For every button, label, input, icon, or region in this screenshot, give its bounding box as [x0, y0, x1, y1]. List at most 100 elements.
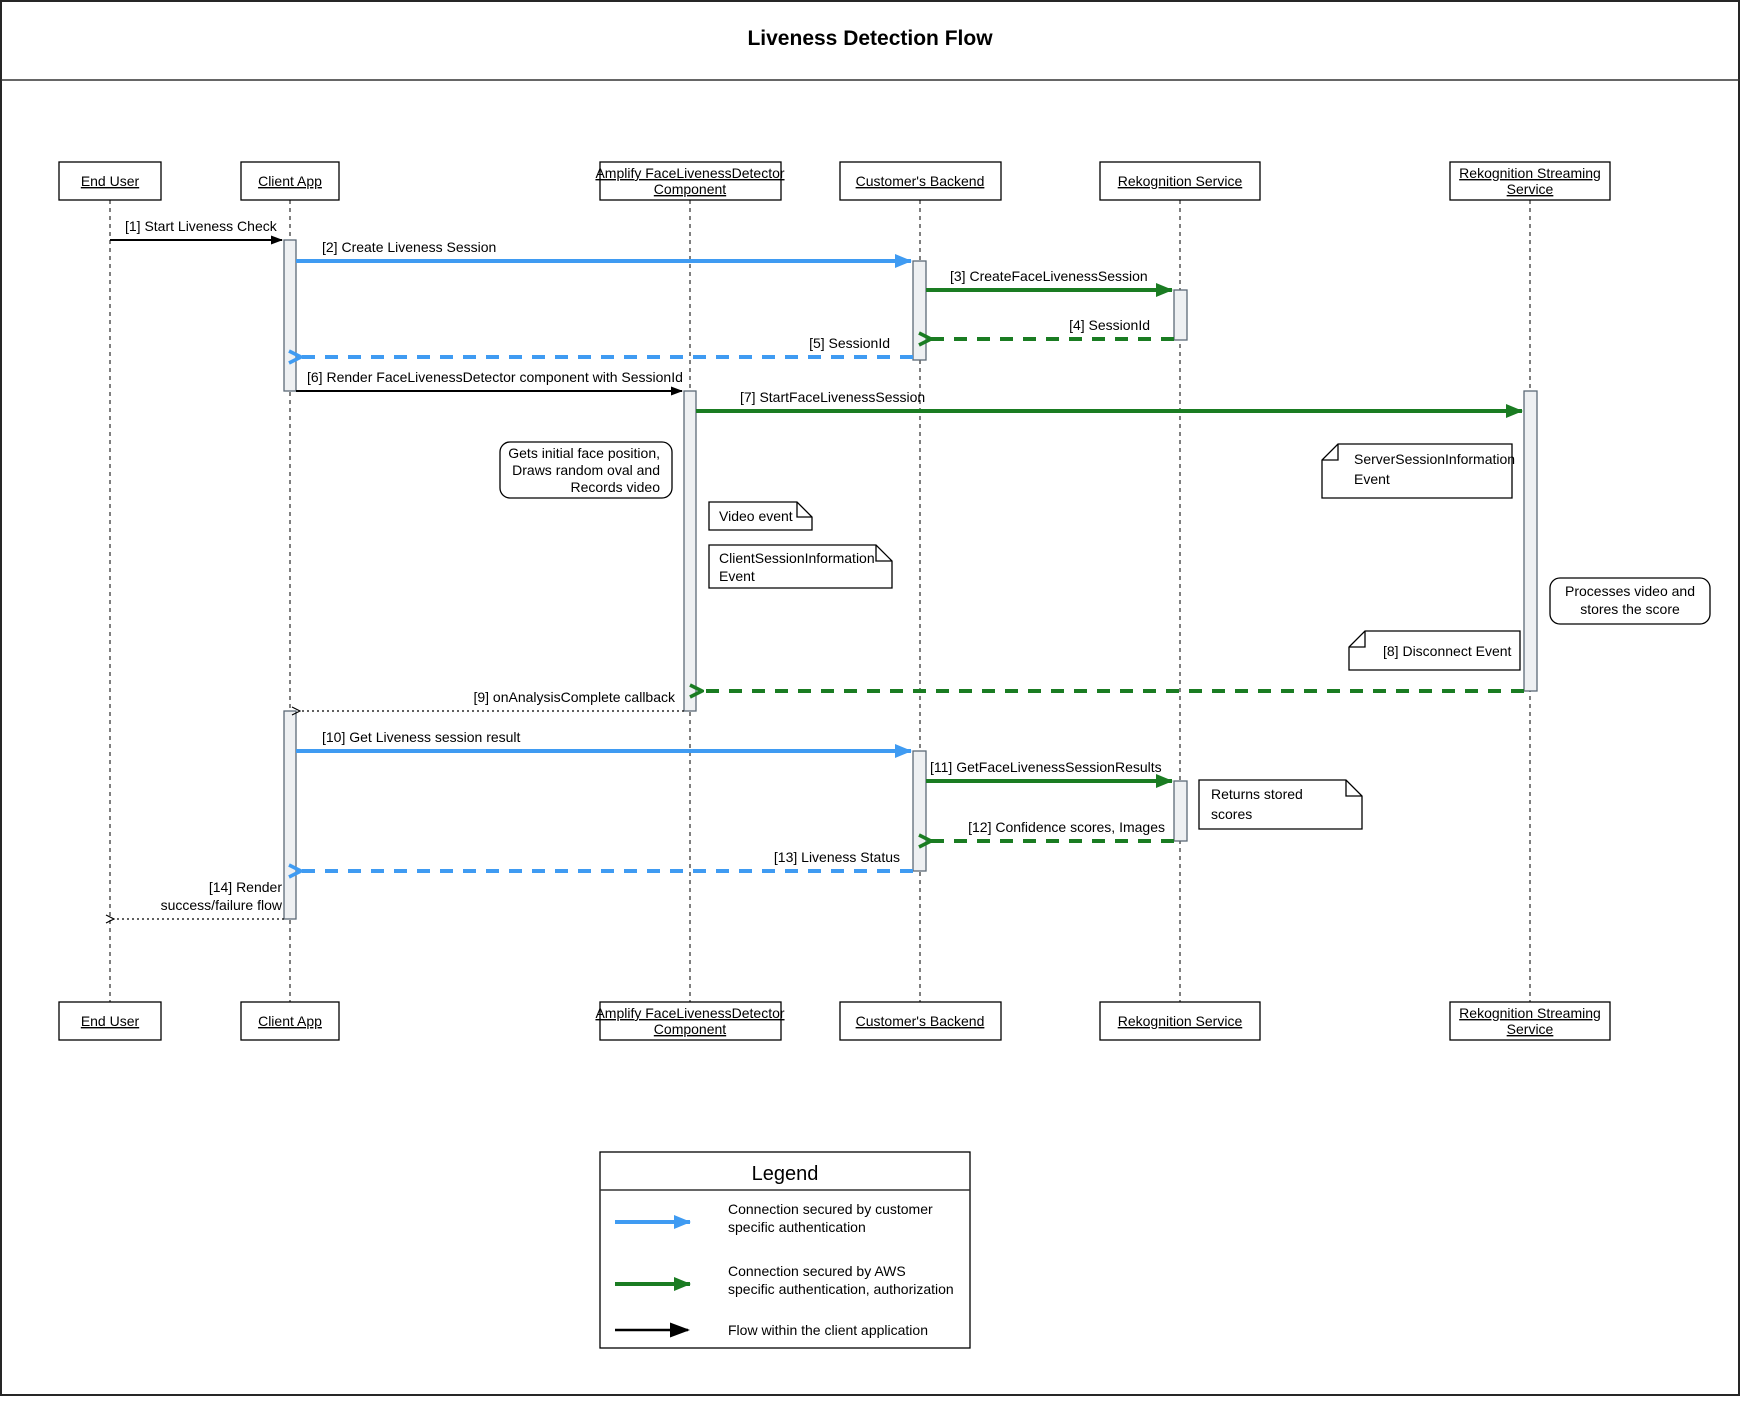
legend-item-text: specific authentication — [728, 1219, 866, 1235]
legend-item-green: Connection secured by AWS specific authe… — [615, 1263, 954, 1297]
actor-label: Component — [654, 1021, 726, 1037]
message-14: [14] Render success/failure flow — [113, 879, 284, 919]
note-fold-corner — [875, 545, 892, 562]
message-3: [3] CreateFaceLivenessSession — [926, 268, 1173, 297]
message-4-label: [4] SessionId — [1069, 317, 1150, 333]
actor-box — [58, 1001, 162, 1041]
note-client-session-information: ClientSessionInformation Event — [708, 544, 893, 589]
note-text: Records video — [571, 479, 661, 495]
notes: Gets initial face position, Draws random… — [499, 441, 1711, 830]
activation-client-app-1 — [283, 239, 297, 392]
note-rounded-box — [1549, 577, 1711, 625]
actor-box — [839, 1001, 1002, 1041]
note-text: Event — [719, 568, 755, 584]
message-1-label: [1] Start Liveness Check — [125, 218, 278, 234]
message-5-label: [5] SessionId — [809, 335, 890, 351]
message-2-label: [2] Create Liveness Session — [322, 239, 496, 255]
message-1: [1] Start Liveness Check — [110, 218, 283, 245]
actor-label: Amplify FaceLivenessDetector — [595, 1005, 784, 1021]
note-text: Processes video and — [1565, 583, 1695, 599]
actor-label: Amplify FaceLivenessDetector — [595, 165, 784, 181]
actor-top-client-app: Client App — [240, 161, 340, 201]
legend-item-text: specific authentication, authorization — [728, 1281, 954, 1297]
actor-box — [599, 1001, 782, 1041]
note-folded-box — [1348, 630, 1521, 671]
note-text: ServerSessionInformation — [1354, 451, 1515, 467]
message-14-label: success/failure flow — [161, 897, 283, 913]
message-6: [6] Render FaceLivenessDetector componen… — [296, 369, 683, 396]
note-text: Video event — [719, 508, 793, 524]
actor-bottom-end-user: End User — [58, 1001, 162, 1041]
message-9: [9] onAnalysisComplete callback — [299, 689, 1524, 711]
note-rounded-box — [499, 441, 673, 499]
activation-backend-1 — [912, 260, 927, 361]
note-fold-corner — [1322, 444, 1339, 461]
legend-item-text: Connection secured by AWS — [728, 1263, 906, 1279]
message-10-label: [10] Get Liveness session result — [322, 729, 521, 745]
note-disconnect-event: [8] Disconnect Event — [1348, 630, 1521, 671]
activation-backend-2 — [912, 750, 927, 872]
activation-streaming — [1523, 390, 1538, 692]
actor-top-rekognition-service: Rekognition Service — [1099, 161, 1261, 201]
actor-box — [1449, 161, 1611, 201]
note-text: [8] Disconnect Event — [1383, 643, 1512, 659]
legend-item-text: Flow within the client application — [728, 1322, 928, 1338]
legend-title: Legend — [752, 1163, 819, 1185]
message-9-label: [9] onAnalysisComplete callback — [473, 689, 676, 705]
messages: [1] Start Liveness Check [2] Create Live… — [110, 218, 1524, 919]
message-5: [5] SessionId — [300, 335, 913, 357]
message-11-label: [11] GetFaceLivenessSessionResults — [930, 759, 1162, 775]
actor-label: End User — [81, 1013, 140, 1029]
note-fold-corner — [1345, 780, 1362, 797]
actor-box — [599, 161, 782, 201]
actor-box — [58, 161, 162, 201]
lifelines — [109, 200, 1531, 1002]
message-3-label: [3] CreateFaceLivenessSession — [950, 268, 1148, 284]
actor-bottom-rekognition-service: Rekognition Service — [1099, 1001, 1261, 1041]
note-folded-box — [708, 544, 893, 589]
note-fold-corner — [796, 502, 812, 518]
actor-top-customers-backend: Customer's Backend — [839, 161, 1002, 201]
legend: Legend Connection secured by customer sp… — [599, 1151, 971, 1349]
note-folded-box — [1321, 443, 1513, 499]
message-4: [4] SessionId — [930, 317, 1174, 339]
message-7-label: [7] StartFaceLivenessSession — [740, 389, 925, 405]
actors-top: End User Client App Amplify FaceLiveness… — [58, 161, 1611, 201]
note-gets-initial-face-position: Gets initial face position, Draws random… — [499, 441, 673, 499]
actor-bottom-amplify-component: Amplify FaceLivenessDetector Component — [595, 1001, 785, 1041]
activation-amplify — [683, 390, 697, 712]
actor-label: Rekognition Streaming — [1459, 1005, 1601, 1021]
actor-top-rekognition-streaming: Rekognition Streaming Service — [1449, 161, 1611, 201]
actor-top-end-user: End User — [58, 161, 162, 201]
note-folded-box — [708, 501, 813, 531]
message-13-label: [13] Liveness Status — [774, 849, 900, 865]
activation-rekognition-2 — [1173, 780, 1188, 842]
actor-label: Rekognition Service — [1118, 173, 1243, 189]
actor-label: Rekognition Service — [1118, 1013, 1243, 1029]
message-6-label: [6] Render FaceLivenessDetector componen… — [307, 369, 683, 385]
actor-bottom-customers-backend: Customer's Backend — [839, 1001, 1002, 1041]
actors-bottom: End User Client App Amplify FaceLiveness… — [58, 1001, 1611, 1041]
message-11: [11] GetFaceLivenessSessionResults — [926, 759, 1173, 788]
actor-label: End User — [81, 173, 140, 189]
actor-label: Client App — [258, 1013, 322, 1029]
diagram-title: Liveness Detection Flow — [747, 27, 993, 50]
message-7: [7] StartFaceLivenessSession — [696, 389, 1523, 418]
note-fold-corner — [1349, 631, 1366, 648]
actor-box — [1099, 1001, 1261, 1041]
note-video-event: Video event — [708, 501, 813, 531]
actor-bottom-rekognition-streaming: Rekognition Streaming Service — [1449, 1001, 1611, 1041]
actor-label: Client App — [258, 173, 322, 189]
note-text: stores the score — [1580, 601, 1680, 617]
actor-top-amplify-component: Amplify FaceLivenessDetector Component — [595, 161, 785, 201]
legend-item-black: Flow within the client application — [615, 1322, 928, 1338]
note-text: Draws random oval and — [512, 462, 660, 478]
activation-rekognition-1 — [1173, 289, 1188, 341]
message-13: [13] Liveness Status — [300, 849, 913, 871]
note-processes-video: Processes video and stores the score — [1549, 577, 1711, 625]
actor-label: Customer's Backend — [856, 1013, 985, 1029]
actor-label: Customer's Backend — [856, 173, 985, 189]
actor-box — [240, 1001, 340, 1041]
